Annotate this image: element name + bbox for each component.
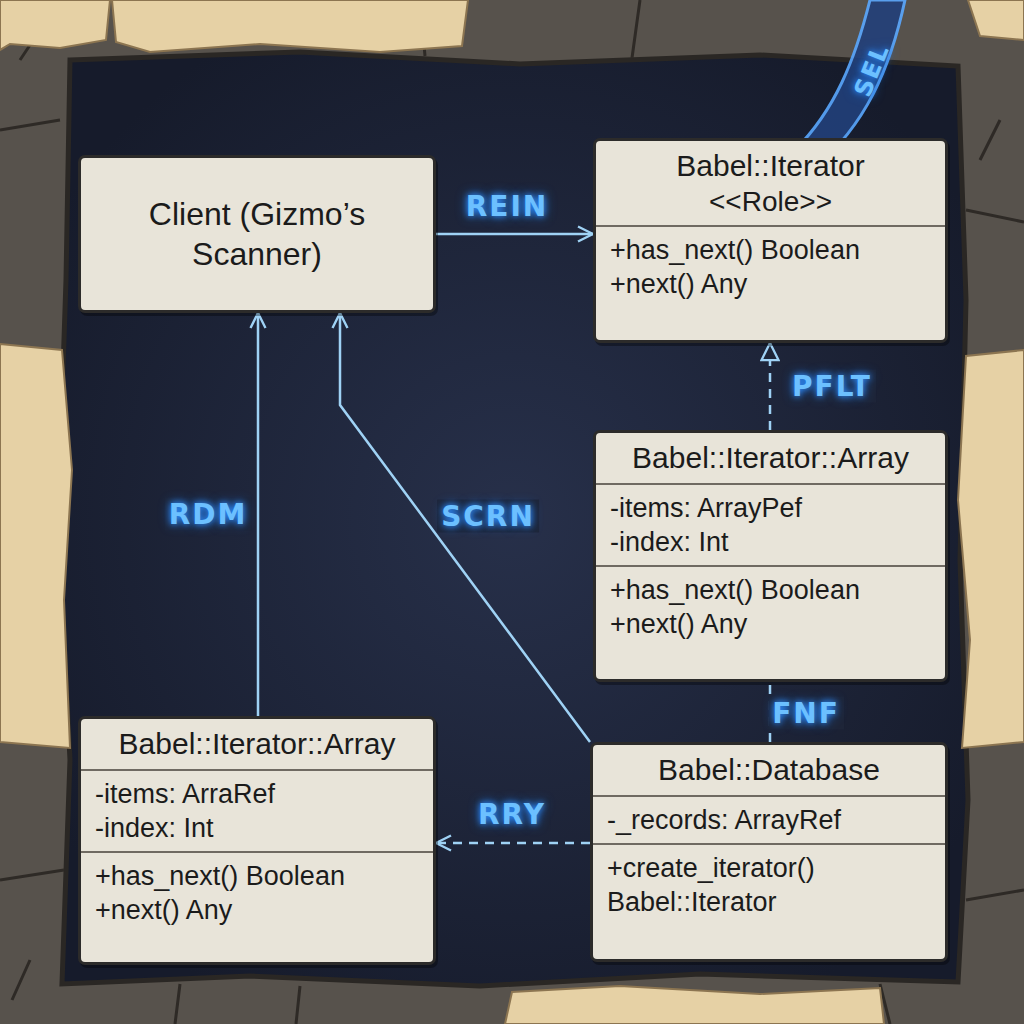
compartment: -items: ArrayPef-index: Int <box>596 483 945 565</box>
class-member: -index: Int <box>95 811 214 845</box>
dependency-connector <box>436 842 590 845</box>
compartment: Babel::Iterator::Array <box>596 433 945 483</box>
compartment: Client (Gizmo’s Scanner) <box>81 188 433 280</box>
class-member: +next() Any <box>610 267 747 301</box>
compartment: Babel::Iterator<<Role>> <box>596 141 945 225</box>
class-member: -_records: ArrayRef <box>607 803 841 837</box>
role-box: Babel::Iterator<<Role>>+has_next() Boole… <box>593 138 948 343</box>
class-member: +has_next() Boolean <box>95 859 345 893</box>
compartment: +has_next() Boolean+next() Any <box>596 565 945 679</box>
compartment: Babel::Iterator::Array <box>81 719 433 769</box>
class-name: Client (Gizmo’s Scanner) <box>95 194 419 274</box>
compartment: +create_iterator() Babel::Iterator <box>593 843 945 959</box>
class-box: Babel::Iterator::Array-items: ArraRef-in… <box>78 716 436 965</box>
compartment: Babel::Database <box>593 745 945 795</box>
client-box: Client (Gizmo’s Scanner) <box>78 155 436 313</box>
class-name: Babel::Iterator <box>676 147 864 185</box>
dependency-connector <box>769 343 772 430</box>
class-member: +next() Any <box>95 893 232 927</box>
class-member: -items: ArraRef <box>95 777 275 811</box>
association-connector <box>436 233 593 236</box>
class-name: Babel::Iterator::Array <box>632 439 909 477</box>
class-name: Babel::Database <box>658 751 880 789</box>
compartment: -items: ArraRef-index: Int <box>81 769 433 851</box>
rune-label: PFLT <box>788 370 876 403</box>
association-connector <box>340 313 590 742</box>
association-connector <box>257 313 260 716</box>
class-member: <<Role>> <box>709 185 832 219</box>
rune-label: RRY <box>474 798 550 831</box>
rune-label: REIN <box>462 190 553 223</box>
class-member: +has_next() Boolean <box>610 233 860 267</box>
compartment: +has_next() Boolean+next() Any <box>596 225 945 340</box>
class-member: +next() Any <box>610 607 747 641</box>
rune-label: SCRN <box>437 500 539 533</box>
class-box: Babel::Database-_records: ArrayRef+creat… <box>590 742 948 962</box>
class-member: +has_next() Boolean <box>610 573 860 607</box>
class-member: -items: ArrayPef <box>610 491 802 525</box>
compartment: -_records: ArrayRef <box>593 795 945 843</box>
rune-label: FNF <box>768 697 844 730</box>
class-box: Babel::Iterator::Array-items: ArrayPef-i… <box>593 430 948 682</box>
class-name: Babel::Iterator::Array <box>119 725 396 763</box>
class-member: -index: Int <box>610 525 729 559</box>
compartment: +has_next() Boolean+next() Any <box>81 851 433 962</box>
rune-label: RDM <box>165 498 252 531</box>
class-member: +create_iterator() Babel::Iterator <box>607 851 931 919</box>
